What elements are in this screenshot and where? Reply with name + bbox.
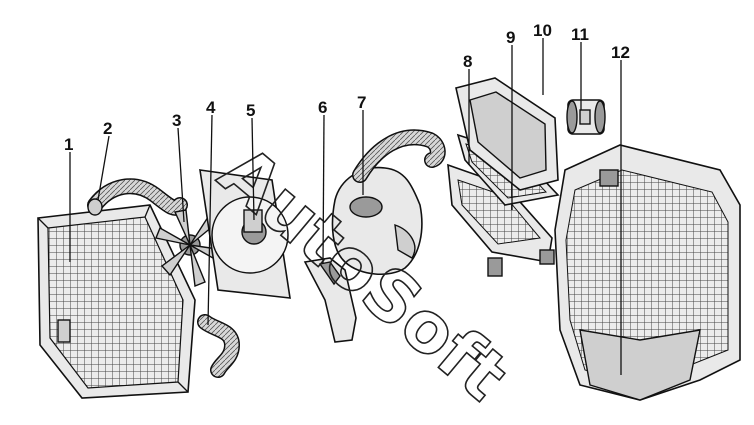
callout-6: 6 <box>318 98 327 117</box>
callout-2: 2 <box>103 119 112 138</box>
callout-labels: 1 2 3 4 5 6 7 8 9 10 11 12 <box>64 21 630 154</box>
air-filter-cover <box>455 77 559 191</box>
callout-9: 9 <box>506 28 515 47</box>
radiator <box>37 204 196 399</box>
callout-5: 5 <box>246 101 255 120</box>
fan-shroud <box>199 169 291 299</box>
mounting-bracket <box>303 257 357 343</box>
callout-12: 12 <box>611 43 630 62</box>
callout-3: 3 <box>172 111 181 130</box>
callout-10: 10 <box>533 21 552 40</box>
upper-radiator-hose <box>87 178 188 216</box>
callout-7: 7 <box>357 93 366 112</box>
leader-lines <box>69 38 622 375</box>
lower-radiator-hose <box>197 314 241 378</box>
callout-1: 1 <box>64 135 73 154</box>
airflow-sensor <box>566 99 606 135</box>
callout-11: 11 <box>571 25 589 44</box>
cooling-fan <box>155 209 225 287</box>
engine-block <box>554 144 741 401</box>
callout-8: 8 <box>463 52 472 71</box>
expansion-tank <box>331 129 446 276</box>
callout-4: 4 <box>206 98 216 117</box>
